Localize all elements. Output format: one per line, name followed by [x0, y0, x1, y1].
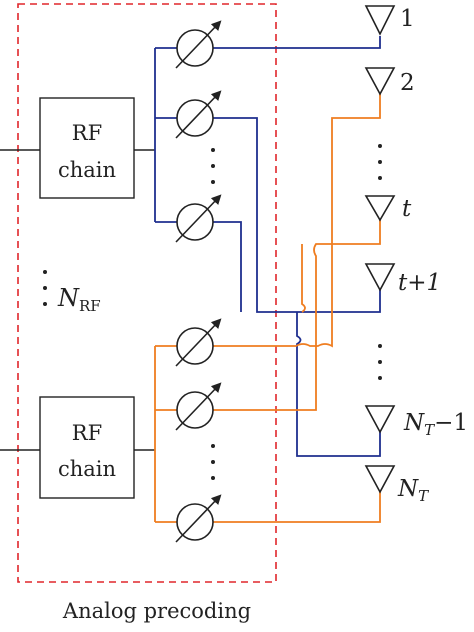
- antenna-ellipsis-upper: [378, 144, 382, 180]
- analog-precoding-label: Analog precoding: [62, 599, 251, 623]
- antenna-icon: [364, 465, 396, 494]
- nt-main: N: [397, 476, 419, 502]
- rf-chain-lower-line1: RF: [72, 421, 102, 445]
- antenna-label-1: 1: [400, 6, 415, 32]
- lower-ps2-to-ant-t: [213, 218, 381, 411]
- rf-chain-upper-line1: RF: [72, 121, 102, 145]
- nrf-label-main: N: [57, 284, 80, 312]
- antenna-label-t-plus-1: t+1: [398, 270, 441, 296]
- antenna-icon: [364, 5, 396, 36]
- lower-ps4-to-ant-nt: [213, 490, 381, 523]
- nrf-ellipsis: [43, 270, 47, 306]
- nt-minus-1-suffix: −1: [434, 410, 468, 436]
- nt-sub: T: [418, 487, 429, 505]
- antenna-label-nt: NT: [397, 476, 429, 505]
- phase-shifter-icon: [175, 494, 222, 543]
- antennas: [364, 5, 396, 494]
- rf-chain-lower: RF chain: [39, 396, 135, 499]
- phase-shifters: [175, 20, 222, 543]
- phase-shifter-icon: [175, 90, 222, 139]
- upper-ps4-to-ant-nt: [213, 221, 242, 312]
- phase-shifter-icon: [175, 318, 222, 367]
- upper-ps-ellipsis: [211, 148, 215, 184]
- rf-chain-upper-line2: chain: [58, 158, 116, 182]
- lower-ps1-to-ant2: [213, 88, 381, 348]
- antenna-ellipsis-lower: [378, 344, 382, 380]
- phase-shifter-icon: [175, 20, 222, 69]
- upper-ps1-to-ant1: [213, 36, 381, 49]
- antenna-icon: [364, 263, 396, 292]
- nrf-label-sub: RF: [79, 297, 101, 315]
- rf-chain-lower-line2: chain: [58, 457, 116, 481]
- rf-chain-upper: RF chain: [39, 97, 135, 199]
- phase-shifter-icon: [175, 194, 222, 243]
- nt-minus-1-sub: T: [424, 421, 435, 439]
- upper-to-ant-nt-minus-1: [296, 312, 381, 457]
- antenna-label-2: 2: [400, 70, 415, 96]
- phase-shifter-icon: [175, 382, 222, 431]
- antenna-label-t: t: [402, 196, 412, 222]
- antenna-icon: [364, 195, 396, 222]
- nrf-label: NRF: [57, 284, 101, 315]
- analog-precoding-boundary: [17, 3, 277, 583]
- nt-minus-1-main: N: [403, 410, 425, 436]
- upper-rf-paths: [154, 36, 381, 457]
- antenna-icon: [364, 405, 396, 434]
- antenna-icon: [364, 67, 396, 96]
- lower-rf-paths: [154, 88, 381, 523]
- antenna-label-nt-minus-1: NT−1: [403, 410, 468, 439]
- lower-cross-to-ant-t1-region: [301, 244, 306, 313]
- upper-ps2-to-ant-t1: [213, 117, 381, 313]
- lower-ps-ellipsis: [211, 444, 215, 480]
